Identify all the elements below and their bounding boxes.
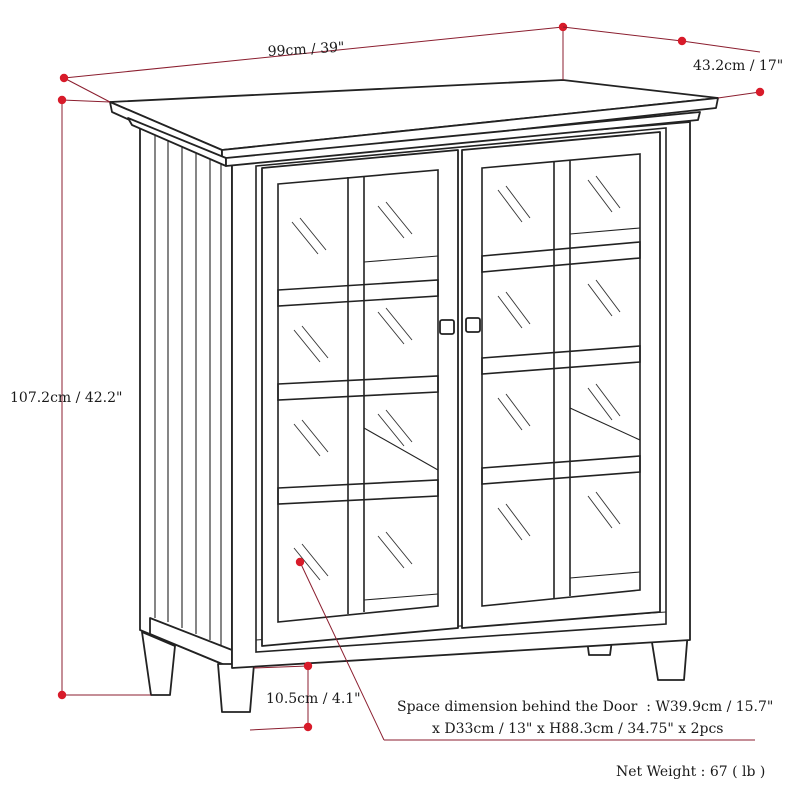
cabinet-left-door (261, 149, 459, 647)
depth-label: 43.2cm / 17" (693, 58, 783, 74)
width-dimension-line (59, 22, 568, 103)
height-label: 107.2cm / 42.2" (10, 390, 122, 406)
height-dimension-line (57, 95, 151, 700)
door-handle-left (439, 319, 455, 335)
space-dimension-leader-line (295, 557, 755, 741)
width-label: 99cm / 39" (267, 39, 345, 60)
cabinet-front-left-leg (217, 663, 255, 713)
door-handle-right (465, 317, 481, 333)
space-dimension-label-line1: Space dimension behind the Door : W39.9c… (397, 699, 773, 715)
clearance-label: 10.5cm / 4.1" (266, 691, 361, 707)
left-door-glass-reflections (291, 201, 413, 581)
cabinet-drawing (109, 79, 719, 713)
right-door-glass-reflections (497, 175, 621, 541)
cabinet-side-panel (139, 124, 233, 669)
clearance-dimension-line (249, 661, 313, 732)
cabinet-top (109, 79, 719, 167)
labels: 99cm / 39" 43.2cm / 17" 107.2cm / 42.2" … (10, 39, 783, 780)
net-weight-label: Net Weight : 67 ( lb ) (616, 764, 765, 780)
depth-dimension-line (562, 26, 765, 99)
cabinet-right-door (461, 131, 661, 629)
dimension-lines (57, 22, 765, 741)
space-dimension-label-line2: x D33cm / 13" x H88.3cm / 34.75" x 2pcs (432, 721, 724, 737)
cabinet-back-left-leg (141, 631, 176, 696)
